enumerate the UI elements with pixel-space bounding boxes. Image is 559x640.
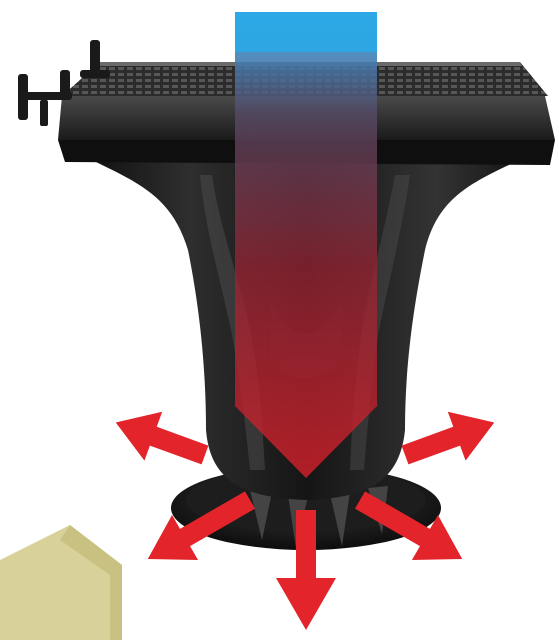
water-flow-arrow: [234, 12, 378, 478]
arrow-upper-right: [396, 398, 503, 479]
ground-block: [0, 525, 122, 640]
arrow-upper-left: [107, 398, 214, 479]
